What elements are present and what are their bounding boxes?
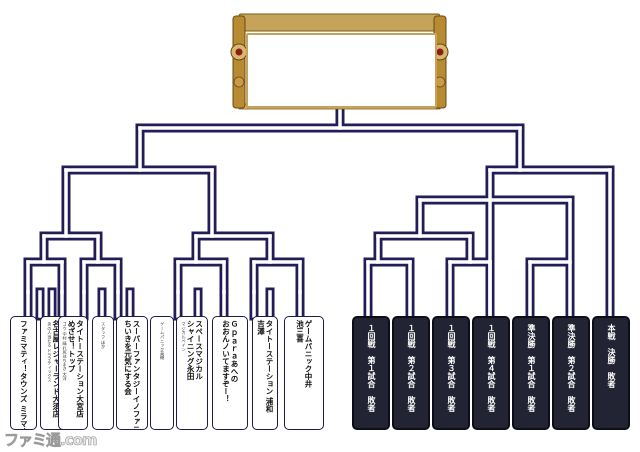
result-slot: 準決勝 第１試合 敗者 [512, 316, 550, 430]
team-members: あの人当たる ドラマティックス [47, 322, 53, 382]
result-label: １回戦 第３試合 敗者 [447, 324, 456, 412]
team-name-line2: 池三喜 [295, 320, 305, 343]
result-slot: １回戦 第１試合 敗者 [352, 316, 390, 430]
result-slot: １回戦 第４試合 敗者 [472, 316, 510, 430]
team-name-line2: めざせ！トップ [67, 320, 77, 373]
team-name: スペースマジカル [194, 320, 204, 380]
team-entry: スタッフ ほか [92, 316, 114, 430]
result-label: １回戦 第４試合 敗者 [487, 324, 496, 412]
result-label: １回戦 第１試合 敗者 [367, 324, 376, 412]
team-entry: タイトーステーション大宮店 めざせ！トップ ゴウ 中村 晴れ尻はちまき 大洋 [58, 316, 88, 430]
frame-top-bar [238, 13, 441, 32]
frame-left-post [232, 15, 246, 109]
team-name-line2: ちいきを元気にする会 [123, 320, 133, 395]
result-label: 準決勝 第１試合 敗者 [527, 324, 536, 412]
frame-jewel [235, 48, 243, 56]
team-name-line2: おおんノいてますぞー！ [221, 320, 231, 403]
team-name: ファミマティ！タウンズ ミラマオ [19, 320, 29, 430]
team-entry: Ｇ ｐａｒａあへの おおんノいてますぞー！ [212, 316, 248, 430]
team-entry: タイトーステーション 浦和 吉澤 [252, 316, 278, 430]
result-slot: 本戦 決勝 敗者 [592, 316, 630, 430]
team-entry: スーパーファンタジーイノファニ ちいきを元気にする会 [116, 316, 148, 430]
team-members: スタッフ ほか [101, 322, 107, 349]
team-members: マジカルペイン [181, 322, 187, 352]
frame-scroll-ornament [233, 76, 245, 88]
result-slot: １回戦 第３試合 敗者 [432, 316, 470, 430]
result-label: 準決勝 第２試合 敗者 [567, 324, 576, 412]
frame-jewel [436, 48, 444, 56]
team-name: タイトーステーション 浦和 [265, 320, 274, 413]
result-label: １回戦 第２試合 敗者 [407, 324, 416, 412]
team-name: スーパーファンタジーイノファニ [132, 320, 141, 430]
team-members: ゴウ 中村 晴れ尻はちまき 大洋 [62, 322, 68, 381]
team-members: ゲームパニック高槻 [160, 322, 166, 360]
team-name: タイトーステーション大宮店 [75, 320, 85, 418]
result-label: 本戦 決勝 敗者 [607, 324, 616, 388]
watermark-logo: ファミ通.com [4, 431, 98, 450]
team-name: 名古屋レジャーランド大須店 [51, 320, 61, 418]
team-entry: ゲームパニック高槻 [150, 316, 174, 430]
team-entry: ゲームパニック中井 池三喜 [284, 316, 324, 430]
team-name: ゲームパニック中井 [304, 320, 313, 388]
team-name-line2: 吉澤 [256, 320, 266, 335]
team-entry: スペースマジカル シャイニング永田 マジカルペイン [176, 316, 208, 430]
title-banner [246, 33, 437, 108]
team-entry: ファミマティ！タウンズ ミラマオ [10, 316, 37, 430]
result-slot: １回戦 第２試合 敗者 [392, 316, 430, 430]
team-name: Ｇ ｐａｒａあへの [230, 320, 239, 383]
result-slot: 準決勝 第２試合 敗者 [552, 316, 590, 430]
team-name-line2: シャイニング永田 [186, 320, 196, 380]
